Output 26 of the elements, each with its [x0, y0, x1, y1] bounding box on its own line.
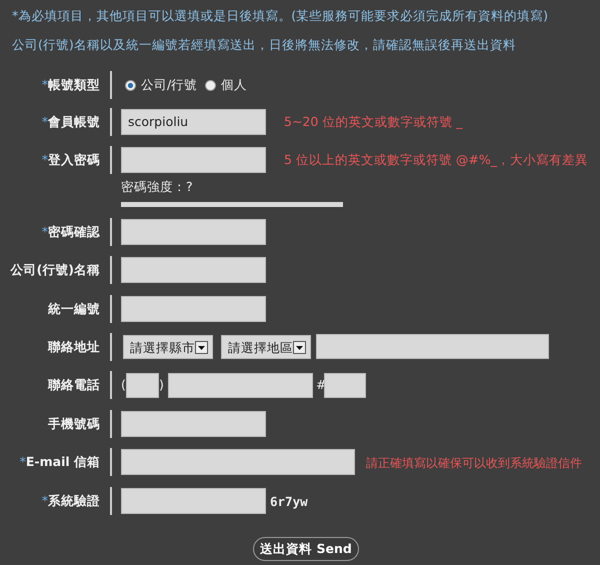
radio-label: 公司/行號 [141, 77, 198, 93]
input-field: scorpioliu [121, 109, 266, 135]
field-label: 聯絡電話 [46, 377, 100, 393]
field-label: 聯絡地址 [46, 339, 100, 355]
field-label: *帳號類型 [40, 77, 100, 93]
phone-bracket: ( [121, 377, 126, 393]
field-label: *系統驗證 [40, 493, 100, 509]
captcha-text: 6r7yw [270, 494, 308, 510]
field-label: 公司(行號)名稱 [9, 262, 100, 278]
field-label: *E-mail 信箱 [18, 454, 100, 470]
submit-button: 送出資料 Send [253, 537, 359, 561]
field-label: *密碼確認 [40, 224, 100, 240]
hint-text: 5 位以上的英文或數字或符號 @#%_，大小寫有差異 [284, 152, 588, 168]
field-label: *登入密碼 [40, 152, 100, 168]
strength-text: 密碼強度：? [121, 179, 193, 195]
hint-text: 5~20 位的英文或數字或符號 _ [284, 114, 463, 130]
hint-text: 請正確填寫以確保可以收到系統驗證信件 [366, 455, 582, 471]
radio-label: 個人 [221, 77, 247, 93]
field-label: 手機號碼 [47, 416, 100, 432]
field-label: *會員帳號 [40, 114, 100, 130]
field-label: 統一編號 [47, 301, 100, 317]
note-text: 公司(行號)名稱以及統一編號若經填寫送出，日後將無法修改，請確認無誤後再送出資料 [12, 37, 516, 53]
select-dropdown: 請選擇縣市 [123, 335, 213, 359]
phone-bracket: ) [159, 377, 164, 393]
select-dropdown: 請選擇地區 [221, 335, 311, 359]
note-text: *為必填項目，其他項目可以選填或是日後填寫。(某些服務可能要求必須完成所有資料的填寫) [12, 8, 548, 24]
